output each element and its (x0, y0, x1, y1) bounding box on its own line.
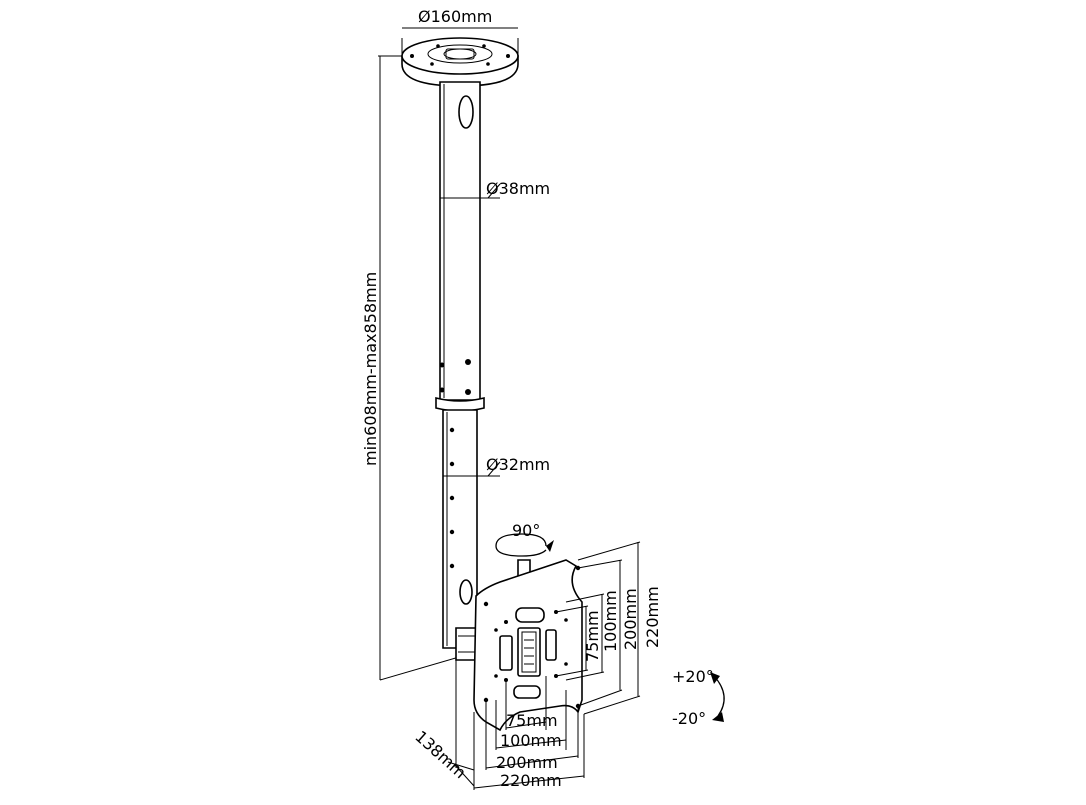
lower-tube (442, 409, 478, 649)
height-dimension: min608mm-max858mm (361, 55, 491, 681)
vesa-width-100-label: 100mm (500, 731, 562, 750)
vesa-width-200-label: 200mm (496, 753, 558, 772)
swivel-indicator: 90° (495, 521, 554, 557)
swivel-label: 90° (512, 521, 540, 540)
vesa-width-75-label: 75mm (506, 711, 558, 730)
ceiling-plate (401, 37, 519, 87)
lower-tube-diameter-label: Ø32mm (486, 455, 550, 474)
vesa-height-dimensions: 75mm 100mm 200mm 220mm (555, 541, 662, 715)
upper-tube (435, 81, 485, 412)
vesa-height-220-label: 220mm (643, 586, 662, 648)
lower-tube-diameter-dimension: Ø32mm (443, 455, 550, 477)
upper-tube-diameter-dimension: Ø38mm (440, 179, 550, 199)
vesa-width-dimensions: 75mm 100mm 200mm 220mm (473, 676, 585, 790)
vesa-plate (473, 559, 583, 732)
upper-tube-diameter-label: Ø38mm (486, 179, 550, 198)
plate-diameter-label: Ø160mm (418, 7, 492, 26)
vesa-height-75-label: 75mm (583, 610, 602, 662)
height-range-label: min608mm-max858mm (361, 272, 380, 466)
tilt-up-label: +20° (672, 667, 714, 686)
depth-dimension: 138mm (411, 660, 475, 787)
vesa-height-100-label: 100mm (601, 590, 620, 652)
vesa-width-220-label: 220mm (500, 771, 562, 790)
depth-label: 138mm (411, 727, 470, 782)
tilt-indicator: +20° -20° (672, 667, 725, 728)
vesa-height-200-label: 200mm (621, 588, 640, 650)
plate-diameter-dimension: Ø160mm (401, 7, 519, 54)
tilt-down-label: -20° (672, 709, 706, 728)
